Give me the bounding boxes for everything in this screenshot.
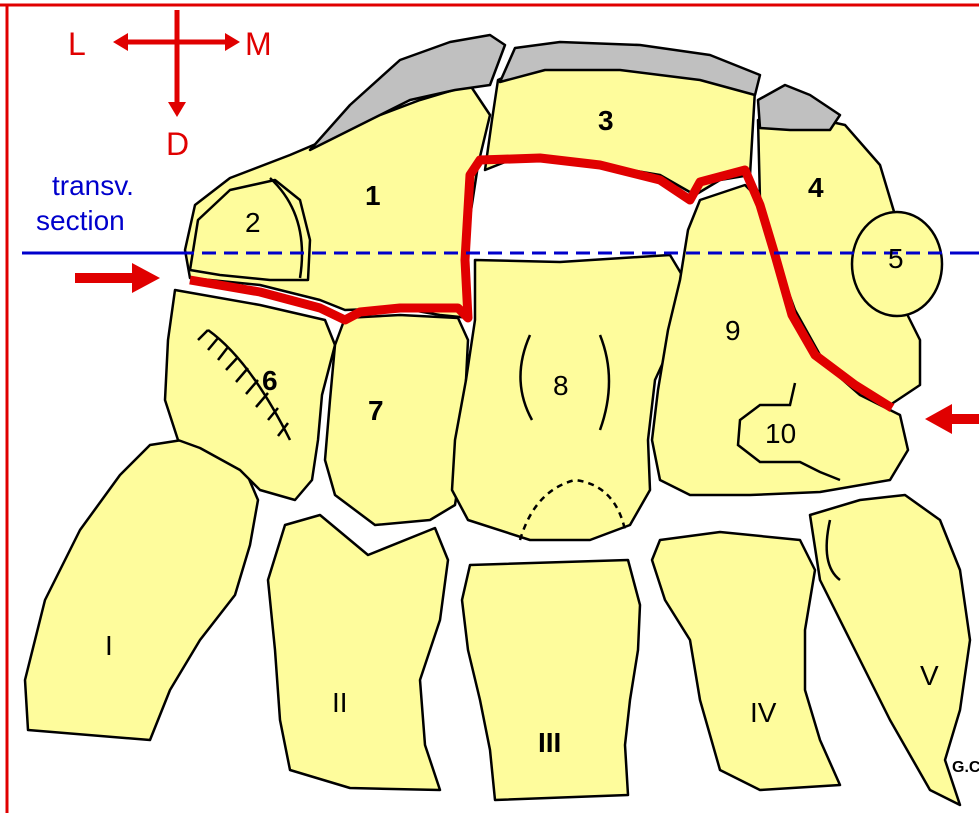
bone-carpal-7 bbox=[325, 315, 468, 525]
distal-label: D bbox=[166, 126, 189, 162]
section-label-line1: transv. bbox=[52, 170, 134, 201]
signature: G.C bbox=[952, 759, 979, 776]
orientation-cross bbox=[113, 10, 240, 117]
bone-label-3: 3 bbox=[598, 105, 614, 136]
cartilage-cap-4 bbox=[758, 85, 840, 130]
section-label-line2: section bbox=[36, 205, 125, 236]
metacarpal-label-5: V bbox=[920, 660, 939, 691]
bone-label-8: 8 bbox=[553, 370, 569, 401]
bone-label-2: 2 bbox=[245, 207, 261, 238]
bone-metacarpal-3 bbox=[462, 560, 640, 800]
metacarpal-label-2: II bbox=[332, 687, 348, 718]
bone-label-6: 6 bbox=[262, 365, 278, 396]
bone-carpal-8 bbox=[452, 255, 688, 540]
metacarpal-label-1: I bbox=[105, 630, 113, 661]
bone-label-10: 10 bbox=[765, 418, 796, 449]
right-joint-arrow bbox=[925, 404, 979, 434]
bone-metacarpal-4 bbox=[652, 532, 840, 790]
metacarpal-label-4: IV bbox=[750, 697, 777, 728]
bone-label-5: 5 bbox=[888, 243, 904, 274]
bone-label-1: 1 bbox=[365, 180, 381, 211]
arrowhead-left bbox=[113, 33, 128, 51]
bone-metacarpal-2 bbox=[268, 515, 448, 790]
lateral-label: L bbox=[68, 26, 86, 62]
medial-label: M bbox=[245, 26, 272, 62]
arrowhead-down bbox=[168, 102, 186, 117]
arrowhead-right bbox=[225, 33, 240, 51]
bone-label-4: 4 bbox=[808, 172, 824, 203]
metacarpal-label-3: III bbox=[538, 727, 561, 758]
bone-metacarpal-5 bbox=[810, 495, 970, 805]
bone-label-9: 9 bbox=[725, 315, 741, 346]
left-joint-arrow bbox=[75, 263, 160, 293]
bone-label-7: 7 bbox=[368, 395, 384, 426]
bone-metacarpal-1 bbox=[25, 438, 258, 740]
